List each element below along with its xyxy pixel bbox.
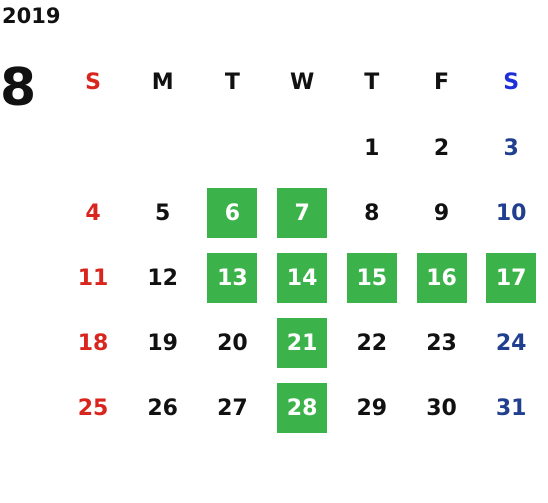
weekday-header: M	[151, 69, 174, 95]
day-cell[interactable]: 10	[495, 200, 527, 226]
day-cell[interactable]: 26	[147, 395, 178, 421]
day-cell[interactable]: 4	[85, 200, 101, 226]
day-cell[interactable]: 19	[147, 330, 178, 356]
weekday-header: T	[364, 69, 380, 95]
day-cell[interactable]: 31	[495, 395, 527, 421]
weekday-header: F	[433, 69, 450, 95]
day-cell[interactable]: 18	[77, 330, 109, 356]
day-cell[interactable]: 14	[277, 253, 328, 303]
day-cell[interactable]: 23	[426, 330, 457, 356]
day-cell[interactable]: 3	[503, 135, 519, 161]
day-cell[interactable]: 9	[433, 200, 450, 226]
day-cell[interactable]: 2	[433, 135, 450, 161]
month-label: 8	[0, 58, 37, 118]
day-cell[interactable]: 11	[77, 265, 109, 291]
day-cell[interactable]: 20	[217, 330, 248, 356]
day-cell[interactable]: 15	[346, 253, 397, 303]
weekday-header: S	[503, 69, 520, 95]
day-cell[interactable]: 5	[155, 200, 171, 226]
day-cell[interactable]: 28	[277, 383, 328, 433]
day-cell[interactable]: 8	[364, 200, 380, 226]
day-cell[interactable]: 6	[207, 188, 258, 238]
day-cell[interactable]: 22	[356, 330, 388, 356]
day-cell[interactable]: 1	[364, 135, 380, 161]
day-cell[interactable]: 30	[426, 395, 457, 421]
day-cell[interactable]: 21	[277, 318, 328, 368]
day-cell[interactable]: 7	[277, 188, 328, 238]
day-cell[interactable]: 12	[147, 265, 178, 291]
day-cell[interactable]: 29	[356, 395, 388, 421]
day-cell[interactable]: 13	[207, 253, 258, 303]
day-cell[interactable]: 24	[495, 330, 527, 356]
day-cell[interactable]: 25	[77, 395, 109, 421]
day-cell[interactable]: 27	[217, 395, 248, 421]
weekday-header: W	[289, 69, 315, 95]
weekday-header: T	[224, 69, 240, 95]
day-cell[interactable]: 16	[416, 253, 467, 303]
day-cell[interactable]: 17	[486, 253, 537, 303]
year-label: 2019	[2, 4, 61, 28]
weekday-header: S	[85, 69, 101, 95]
